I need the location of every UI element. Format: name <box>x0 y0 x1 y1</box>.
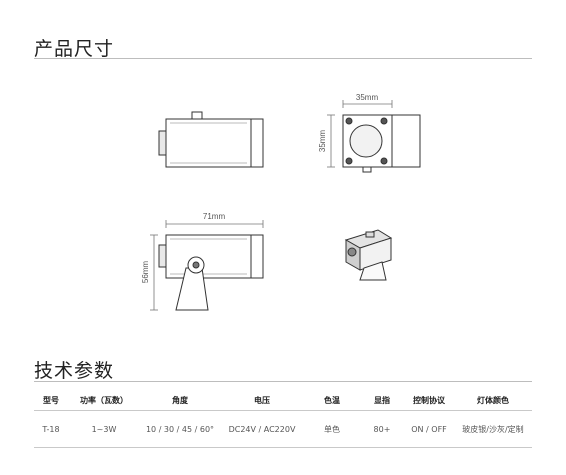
header-color-temp: 色温 <box>304 390 360 411</box>
header-control: 控制协议 <box>404 390 454 411</box>
header-voltage: 电压 <box>220 390 304 411</box>
header-power: 功率（瓦数） <box>68 390 140 411</box>
cell-color-temp: 单色 <box>304 410 360 448</box>
length-label: 71mm <box>203 212 226 221</box>
isometric-view-drawing <box>344 229 393 281</box>
cell-power: 1~3W <box>68 410 140 448</box>
table-row: T-18 1~3W 10 / 30 / 45 / 60° DC24V / AC2… <box>34 410 532 448</box>
specs-title: 技术参数 <box>34 360 115 382</box>
header-model: 型号 <box>34 390 68 411</box>
specs-header-row: 型号 功率（瓦数） 角度 电压 色温 显指 控制协议 灯体颜色 <box>34 390 532 411</box>
specs-table: 型号 功率（瓦数） 角度 电压 色温 显指 控制协议 灯体颜色 T-18 1~3… <box>34 390 532 448</box>
dimensions-divider <box>34 58 532 59</box>
header-cri: 显指 <box>360 390 404 411</box>
top-width-label: 35mm <box>356 93 379 102</box>
cell-angle: 10 / 30 / 45 / 60° <box>140 410 220 448</box>
cell-cri: 80+ <box>360 410 404 448</box>
cell-voltage: DC24V / AC220V <box>220 410 304 448</box>
height-label: 56mm <box>141 261 150 284</box>
front-view-drawing <box>342 114 421 173</box>
cell-model: T-18 <box>34 410 68 448</box>
top-height-label: 35mm <box>318 130 327 153</box>
bracket-view-drawing <box>158 234 264 311</box>
specs-divider <box>34 381 532 382</box>
cell-body-color: 玻皮银/沙灰/定制 <box>454 410 532 448</box>
header-angle: 角度 <box>140 390 220 411</box>
cell-control: ON / OFF <box>404 410 454 448</box>
side-view-drawing <box>158 111 264 168</box>
dimensions-title: 产品尺寸 <box>34 38 115 60</box>
header-body-color: 灯体颜色 <box>454 390 532 411</box>
